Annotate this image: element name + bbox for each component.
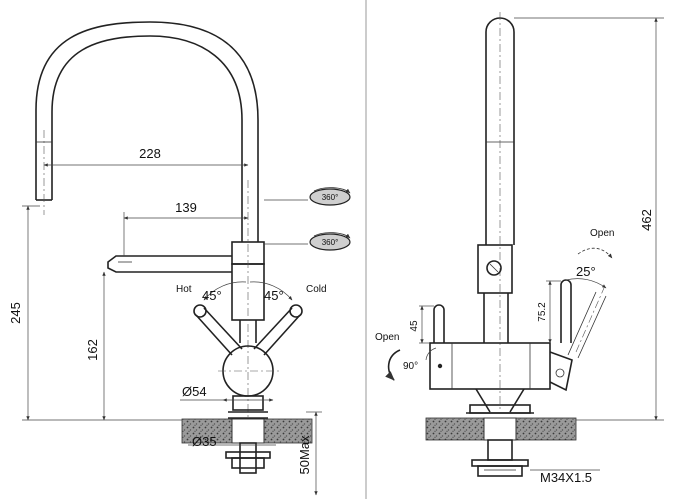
angle-left-label: 45° (202, 288, 222, 303)
dim-462-label: 462 (639, 209, 654, 231)
dim-45-label: 45 (409, 320, 420, 332)
dim-245-label: 245 (8, 302, 23, 324)
dim-diameter-35-label: Ø35 (192, 434, 217, 449)
front-view: 228 139 245 162 Ø54 Ø35 50Max Hot Cold 4… (8, 21, 351, 496)
rotation-top-label: 360° (322, 193, 339, 202)
open-left-label: Open (375, 332, 399, 343)
dim-50-max-label: 50Max (297, 435, 312, 475)
angle-right-label: 45° (264, 288, 284, 303)
rotation-bottom-icon: 360° (309, 232, 351, 251)
dim-139-label: 139 (175, 200, 197, 215)
dim-162-label: 162 (85, 339, 100, 361)
open-right-label: Open (590, 228, 614, 239)
angle-90-label: 90° (403, 361, 418, 372)
dim-75-2-label: 75.2 (537, 302, 548, 322)
dim-diameter-54-label: Ø54 (182, 384, 207, 399)
dim-228-label: 228 (139, 146, 161, 161)
hot-label: Hot (176, 284, 192, 295)
side-view: 462 45 75.2 Open 90° Open 25° M34X1.5 (375, 12, 664, 485)
thread-spec-label: M34X1.5 (540, 470, 592, 485)
cold-label: Cold (306, 284, 327, 295)
angle-25-label: 25° (576, 264, 596, 279)
rotation-top-icon: 360° (309, 187, 351, 206)
rotation-bottom-label: 360° (322, 238, 339, 247)
